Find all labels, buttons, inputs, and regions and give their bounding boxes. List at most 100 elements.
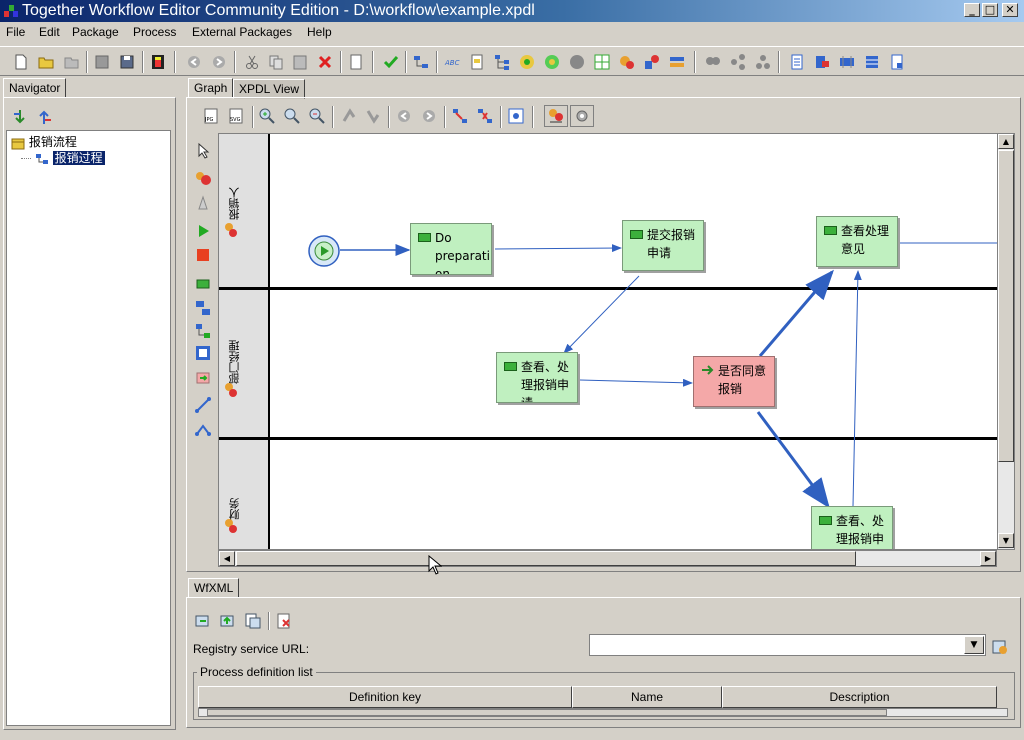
properties-icon[interactable] <box>347 53 365 71</box>
menu-file[interactable]: File <box>6 25 26 39</box>
participants-icon[interactable] <box>518 53 536 71</box>
transition-edge[interactable] <box>756 411 830 509</box>
paste-icon[interactable] <box>291 53 309 71</box>
process-document-icon[interactable] <box>813 53 831 71</box>
activity-node[interactable]: 查看、处理报销申请 <box>496 352 578 403</box>
activity-node[interactable]: Do preparati on <box>410 223 492 275</box>
registry-url-input[interactable] <box>589 634 986 656</box>
open-folder-icon[interactable] <box>37 53 55 71</box>
lane-header[interactable]: 财务 <box>219 440 270 549</box>
scroll-thumb[interactable] <box>998 150 1014 462</box>
activity-node[interactable]: 查看处理意见 <box>816 216 898 267</box>
insert-activity-set-icon[interactable] <box>451 107 469 125</box>
free-text-participant-icon[interactable] <box>194 194 212 212</box>
move-down-icon[interactable] <box>364 107 382 125</box>
check-validity-icon[interactable] <box>382 53 400 71</box>
vertical-scrollbar[interactable]: ▲ ▼ <box>997 133 1015 550</box>
refresh-registry-icon[interactable] <box>991 638 1009 656</box>
activity-node[interactable]: 查看、处理报销申请 <box>811 506 893 549</box>
graph-undo-icon[interactable] <box>395 107 413 125</box>
save-as-svg-icon[interactable]: SVG <box>227 107 245 125</box>
scroll-thumb[interactable] <box>207 709 887 716</box>
scroll-down-button[interactable]: ▼ <box>998 533 1014 548</box>
zoom-in-icon[interactable] <box>258 107 276 125</box>
exit-icon[interactable] <box>149 53 167 71</box>
generic-activity-icon[interactable] <box>194 275 212 293</box>
formal-parameters-icon[interactable] <box>618 53 636 71</box>
lane-header[interactable]: 部门经理 <box>219 290 270 437</box>
graph-transitions-icon[interactable] <box>729 53 747 71</box>
subflow-activity-icon[interactable] <box>194 299 212 317</box>
zoom-out-icon[interactable] <box>308 107 326 125</box>
database-icon[interactable] <box>863 53 881 71</box>
upload-icon[interactable] <box>219 612 237 630</box>
registry-url-dropdown[interactable]: ▼ <box>964 636 984 654</box>
spell-check-icon[interactable]: ABC <box>444 53 462 71</box>
transition-edge[interactable] <box>494 244 622 253</box>
activity-set-palette-icon[interactable] <box>194 344 212 362</box>
swimlane[interactable]: 部门经理 <box>219 290 999 440</box>
scroll-left-button[interactable]: ◀ <box>219 551 235 566</box>
external-applications-icon[interactable] <box>668 53 686 71</box>
swimlane[interactable]: 财务 <box>219 440 999 549</box>
tree-item-process[interactable]: 报销过程 <box>21 149 105 165</box>
delete-icon[interactable] <box>316 53 334 71</box>
graph-participants-icon[interactable] <box>704 53 722 71</box>
horizontal-scrollbar[interactable]: ◀ ▶ <box>218 550 997 567</box>
participant-chooser-icon[interactable] <box>547 107 565 125</box>
graph-activities-icon[interactable] <box>754 53 772 71</box>
transition-edge[interactable] <box>563 275 640 354</box>
cut-icon[interactable] <box>243 53 261 71</box>
menu-process[interactable]: Process <box>133 25 177 39</box>
column-header-definition-key[interactable]: Definition key <box>198 686 572 708</box>
scroll-right-button[interactable]: ▶ <box>980 551 996 566</box>
open-recent-icon[interactable] <box>62 53 80 71</box>
save-as-icon[interactable] <box>118 53 136 71</box>
tab-navigator[interactable]: Navigator <box>3 78 67 98</box>
new-file-icon[interactable] <box>12 53 30 71</box>
graph-canvas[interactable]: 报销人 部门经理 财务 Do prep <box>218 133 1015 550</box>
workflow-relevant-data-icon[interactable] <box>568 53 586 71</box>
actual-size-icon[interactable] <box>283 107 301 125</box>
lane-header[interactable]: 报销人 <box>219 134 270 287</box>
self-routed-transition-icon[interactable] <box>194 420 212 438</box>
redo-icon[interactable] <box>210 53 228 71</box>
process-tree-icon[interactable] <box>493 53 511 71</box>
move-up-icon[interactable] <box>340 107 358 125</box>
save-as-jpg-icon[interactable]: JPG <box>202 107 220 125</box>
collapse-all-icon[interactable] <box>35 108 53 126</box>
graph-properties-icon[interactable] <box>507 107 525 125</box>
activity-node[interactable]: 提交报销申请 <box>622 220 704 271</box>
package-structure-icon[interactable] <box>412 53 430 71</box>
settings-icon[interactable] <box>573 107 591 125</box>
applications-icon[interactable] <box>543 53 561 71</box>
scroll-up-button[interactable]: ▲ <box>998 134 1014 149</box>
column-header-name[interactable]: Name <box>572 686 722 708</box>
expand-all-icon[interactable] <box>11 108 29 126</box>
remove-activity-set-icon[interactable] <box>476 107 494 125</box>
menu-help[interactable]: Help <box>307 25 332 39</box>
tab-xpdl-view[interactable]: XPDL View <box>233 79 306 99</box>
graph-redo-icon[interactable] <box>420 107 438 125</box>
minimize-button[interactable]: _ <box>964 3 980 17</box>
print-preview-icon[interactable] <box>888 53 906 71</box>
transition-edge[interactable] <box>758 269 834 357</box>
swimlane[interactable]: 报销人 <box>219 134 999 290</box>
delete-definition-icon[interactable] <box>275 612 293 630</box>
table-horizontal-scrollbar[interactable] <box>198 708 1008 717</box>
start-icon[interactable] <box>194 222 212 240</box>
transition-edge[interactable] <box>852 270 862 507</box>
external-packages-icon[interactable] <box>468 53 486 71</box>
external-participants-icon[interactable] <box>643 53 661 71</box>
title-bar[interactable]: Together Workflow Editor Community Editi… <box>0 0 1024 22</box>
tree-item-package[interactable]: 报销流程 <box>11 133 77 149</box>
download-icon[interactable] <box>244 612 262 630</box>
undo-icon[interactable] <box>185 53 203 71</box>
block-activity-icon[interactable] <box>194 322 212 340</box>
type-declarations-icon[interactable] <box>593 53 611 71</box>
end-icon[interactable] <box>194 246 212 264</box>
save-icon[interactable] <box>93 53 111 71</box>
activity-set-icon[interactable] <box>838 53 856 71</box>
participant-icon[interactable] <box>194 170 212 188</box>
close-window-button[interactable]: ✕ <box>1002 3 1018 17</box>
